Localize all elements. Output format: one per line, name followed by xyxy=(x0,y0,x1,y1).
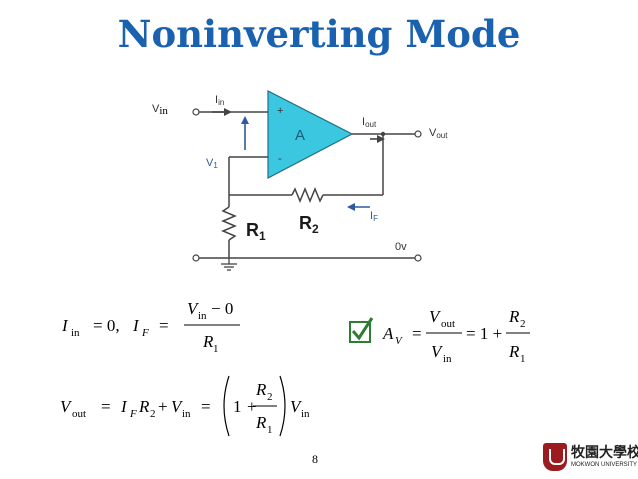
logo-name-en: MOKWON UNIVERSITY xyxy=(571,462,638,468)
eq1-den-1: 1 xyxy=(213,343,219,355)
gain-num-V: V xyxy=(429,307,442,326)
op-amp-circuit: Vin Iin V1 + - A Iout Vout IF R1 R2 0v xyxy=(152,90,448,271)
gain-num-2: 2 xyxy=(520,318,526,330)
plus-sign: + xyxy=(277,105,283,117)
junction-dot xyxy=(380,131,386,137)
gain-den-in: in xyxy=(443,353,452,365)
eq1-IF: I xyxy=(132,316,140,335)
gain-eq: = xyxy=(412,324,422,343)
iout-label: Iout xyxy=(362,116,377,129)
ground-terminal-left xyxy=(192,254,200,262)
gain-num-out: out xyxy=(441,318,455,330)
amp-label: A xyxy=(295,127,305,144)
eq2-plus2: + xyxy=(247,397,257,416)
eq2-den-1: 1 xyxy=(267,424,273,436)
eq1-den-R: R xyxy=(202,332,214,351)
equation-currents: I in = 0, I F = V in − 0 R 1 xyxy=(61,299,240,355)
if-arrow xyxy=(347,203,355,211)
university-logo: 牧園大學校 MOKWON UNIVERSITY xyxy=(543,441,638,475)
eq2-R: R xyxy=(138,397,150,416)
eq1-in: in xyxy=(71,327,80,339)
gain-A: A xyxy=(382,324,394,343)
eq2-in: in xyxy=(182,408,191,420)
checkbox-checked-icon xyxy=(349,317,374,343)
eq2-plus: + xyxy=(158,397,168,416)
eq2-paren-right xyxy=(279,375,286,437)
eq1-eq: = xyxy=(159,316,169,335)
eq2-I: I xyxy=(120,397,128,416)
gain-den-R: R xyxy=(508,342,520,361)
eq2-out: out xyxy=(72,408,86,420)
vin-terminal xyxy=(192,108,200,116)
eq1-num-in: in xyxy=(198,310,207,322)
ground-terminal-right xyxy=(414,254,422,262)
current-arrows xyxy=(212,108,385,211)
gain-V: V xyxy=(395,335,403,347)
logo-name-cn: 牧園大學校 xyxy=(571,445,638,461)
equation-gain: A V = V out V in = 1 + R 2 R 1 xyxy=(349,307,530,365)
vout-terminal xyxy=(414,130,422,138)
v1-label: V1 xyxy=(206,157,218,170)
iin-arrow xyxy=(224,108,232,116)
equation-output: V out = I F R 2 + V in = 1 + R 2 R 1 V i… xyxy=(60,375,310,437)
eq2-eq2: = xyxy=(201,397,211,416)
gain-den-V: V xyxy=(431,342,444,361)
vout-label: Vout xyxy=(429,127,448,140)
r1-label: R1 xyxy=(246,220,266,243)
gain-eq2: = 1 + xyxy=(466,324,502,343)
ground-label: 0v xyxy=(395,241,407,253)
ground-symbol xyxy=(221,258,237,271)
eq2-one: 1 xyxy=(233,397,242,416)
eq2-den-R: R xyxy=(255,413,267,432)
gain-den-1: 1 xyxy=(520,353,526,365)
iout-arrow xyxy=(377,135,385,143)
eq2-2: 2 xyxy=(150,408,156,420)
slide-title: Noninverting Mode xyxy=(117,12,521,56)
eq2-num-R: R xyxy=(255,380,267,399)
eq1-F: F xyxy=(141,327,149,339)
vin-label: Vin xyxy=(152,103,168,117)
eq2-F: F xyxy=(129,408,137,420)
r2-label: R2 xyxy=(299,213,319,236)
eq1-zero: = 0, xyxy=(93,316,120,335)
eq2-paren-left xyxy=(223,375,230,437)
eq2-in2: in xyxy=(301,408,310,420)
eq2-num-2: 2 xyxy=(267,391,273,403)
page-number: 8 xyxy=(312,452,318,466)
v1-arrow xyxy=(241,116,249,124)
op-amp xyxy=(267,90,354,179)
university-emblem-icon xyxy=(543,443,567,471)
eq2-V3: V xyxy=(290,397,303,416)
eq1-num-V: V xyxy=(187,299,200,318)
eq1-num-minus0: − 0 xyxy=(211,299,233,318)
eq2-eq: = xyxy=(101,397,111,416)
if-label: IF xyxy=(370,210,378,223)
minus-sign: - xyxy=(278,153,282,165)
eq2-V2: V xyxy=(171,397,184,416)
eq2-V: V xyxy=(60,397,73,416)
eq1-I: I xyxy=(61,316,69,335)
iin-label: Iin xyxy=(215,94,224,107)
gain-num-R: R xyxy=(508,307,520,326)
